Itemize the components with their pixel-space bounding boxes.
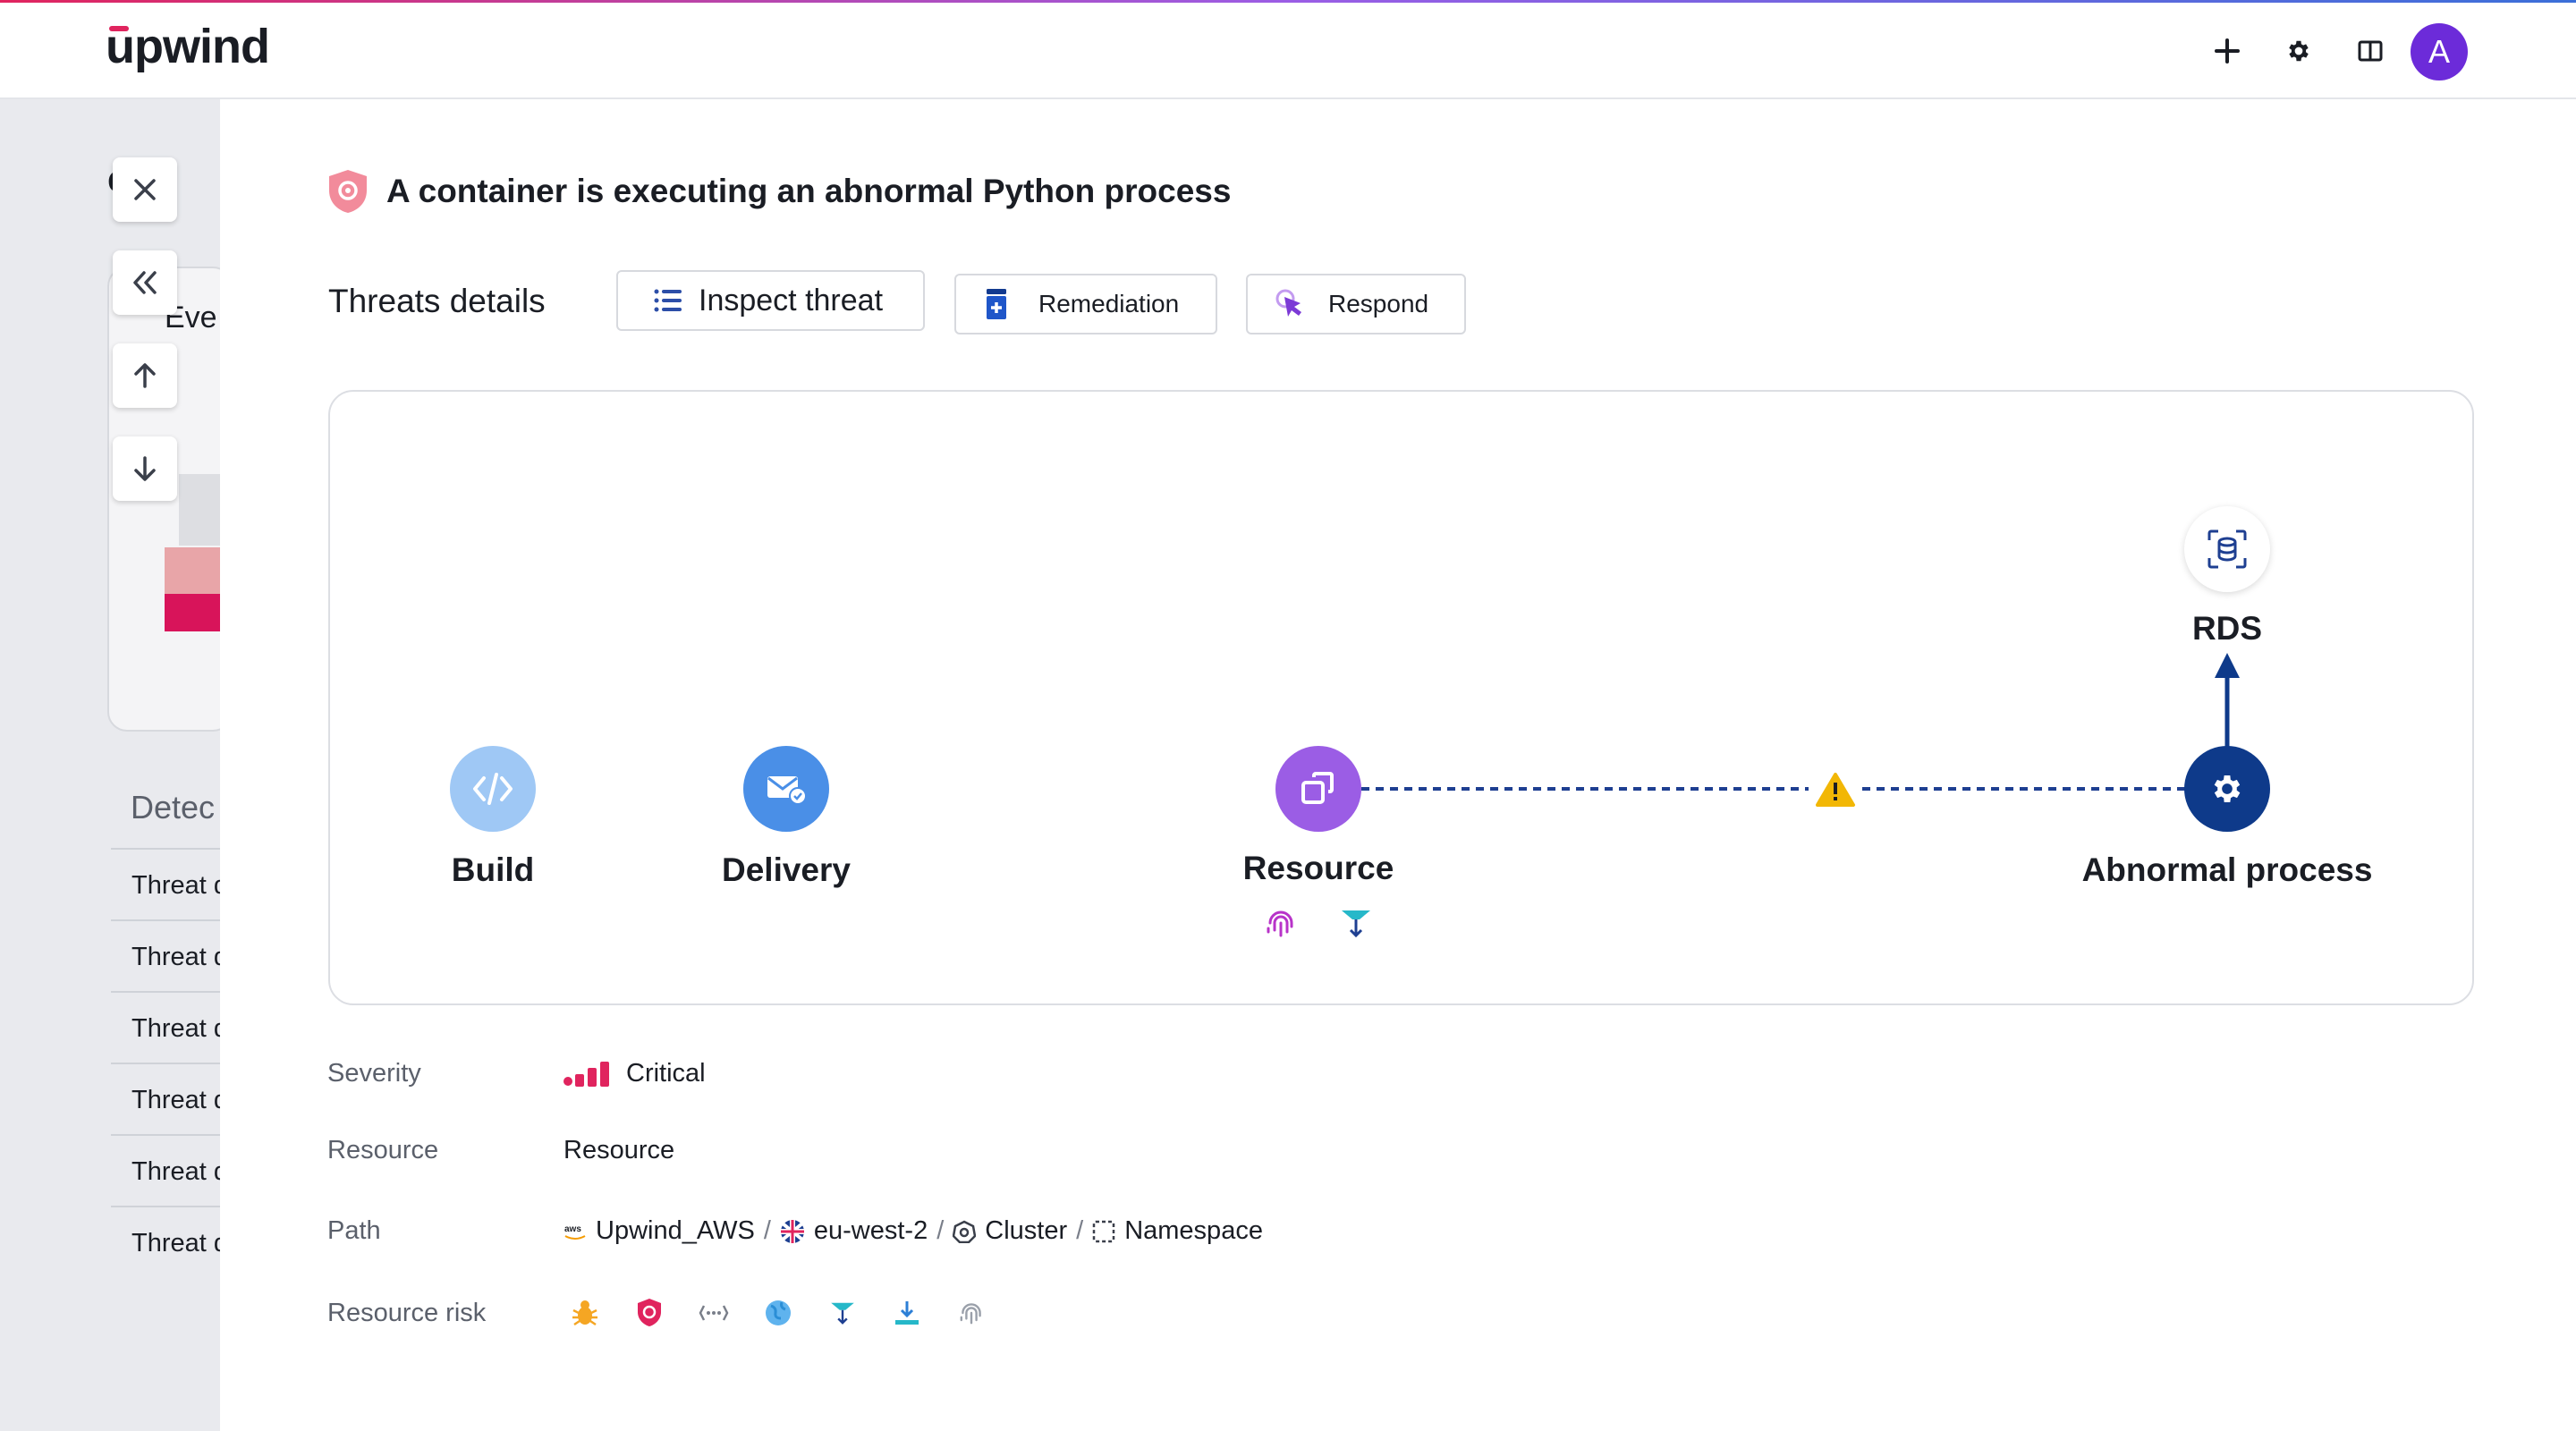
severity-value: Critical bbox=[564, 1059, 706, 1088]
medicine-icon bbox=[987, 289, 1006, 319]
build-node[interactable] bbox=[450, 746, 536, 832]
list-item[interactable]: Threat d bbox=[111, 848, 220, 919]
resource-node[interactable] bbox=[1275, 746, 1361, 832]
fingerprint-icon[interactable] bbox=[953, 1295, 989, 1331]
inspect-threat-button[interactable]: Inspect threat bbox=[616, 270, 925, 331]
list-item[interactable]: Threat d bbox=[111, 1063, 220, 1134]
remediation-label: Remediation bbox=[1038, 290, 1180, 318]
resource-field-label: Resource bbox=[327, 1136, 439, 1164]
collapse-button[interactable] bbox=[113, 250, 177, 315]
path-label: Path bbox=[327, 1216, 381, 1245]
respond-button[interactable]: Respond bbox=[1246, 274, 1466, 334]
severity-label: Severity bbox=[327, 1059, 421, 1088]
list-item[interactable]: Threat d bbox=[111, 1206, 220, 1277]
path-separator: / bbox=[1076, 1216, 1084, 1245]
book-icon bbox=[2358, 40, 2383, 62]
resource-path: aws Upwind_AWS / eu-west-2 / Cluster / N… bbox=[564, 1216, 1263, 1246]
database-scan-icon bbox=[2207, 529, 2247, 569]
respond-label: Respond bbox=[1328, 290, 1429, 318]
severity-bars-icon bbox=[564, 1061, 609, 1087]
gear-icon bbox=[2214, 775, 2241, 802]
threat-title-row: A container is executing an abnormal Pyt… bbox=[326, 168, 1231, 215]
path-account-text: Upwind_AWS bbox=[596, 1216, 755, 1245]
remediation-button[interactable]: Remediation bbox=[954, 274, 1217, 334]
docs-button[interactable] bbox=[2345, 26, 2395, 76]
delivery-node[interactable] bbox=[743, 746, 829, 832]
resource-risk-label: Resource risk bbox=[327, 1299, 487, 1327]
code-icon bbox=[473, 773, 513, 805]
uk-flag-icon bbox=[780, 1219, 804, 1243]
resource-label: Resource bbox=[1242, 850, 1394, 886]
path-cluster[interactable]: Cluster bbox=[953, 1216, 1067, 1246]
path-namespace[interactable]: Namespace bbox=[1092, 1216, 1263, 1246]
path-namespace-text: Namespace bbox=[1124, 1216, 1263, 1245]
warning-icon bbox=[1816, 773, 1855, 807]
arrow-down-icon bbox=[134, 456, 156, 481]
path-separator: / bbox=[936, 1216, 945, 1245]
rds-label: RDS bbox=[2191, 610, 2263, 647]
threat-title: A container is executing an abnormal Pyt… bbox=[386, 173, 1232, 209]
list-item[interactable]: Threat d bbox=[111, 919, 220, 991]
threats-details-label: Threats details bbox=[328, 283, 546, 319]
plus-icon bbox=[2215, 38, 2240, 64]
resource-field-value[interactable]: Resource bbox=[564, 1136, 675, 1164]
app-header: upwind A bbox=[0, 3, 2576, 99]
pointer-click-icon bbox=[1275, 289, 1301, 317]
top-accent-line bbox=[0, 0, 2576, 3]
ingress-icon[interactable] bbox=[825, 1295, 860, 1331]
background-chart-band bbox=[179, 474, 220, 546]
add-button[interactable] bbox=[2202, 26, 2252, 76]
aws-icon: aws bbox=[564, 1224, 586, 1240]
shield-alert-icon bbox=[329, 170, 367, 213]
background-chart-band bbox=[165, 594, 220, 631]
svg-text:aws: aws bbox=[564, 1224, 581, 1234]
close-icon bbox=[134, 179, 156, 200]
namespace-icon bbox=[1092, 1220, 1115, 1242]
path-cluster-text: Cluster bbox=[985, 1216, 1068, 1245]
upwind-logo[interactable]: upwind bbox=[106, 20, 270, 73]
shield-alert-icon[interactable] bbox=[631, 1295, 667, 1331]
abnormal-process-node[interactable] bbox=[2184, 746, 2270, 832]
delivery-label: Delivery bbox=[722, 851, 851, 888]
path-region[interactable]: eu-west-2 bbox=[780, 1216, 928, 1246]
path-region-text: eu-west-2 bbox=[813, 1216, 928, 1245]
severity-text: Critical bbox=[626, 1059, 706, 1088]
arrow-head-icon bbox=[2215, 653, 2240, 678]
inspect-threat-label: Inspect threat bbox=[699, 283, 884, 318]
globe-icon[interactable] bbox=[760, 1295, 796, 1331]
path-account[interactable]: aws Upwind_AWS bbox=[564, 1216, 755, 1246]
close-button[interactable] bbox=[113, 157, 177, 222]
rds-node[interactable] bbox=[2184, 506, 2270, 592]
list-icon bbox=[654, 289, 682, 312]
background-section-label: Detec bbox=[131, 789, 216, 826]
logo-accent bbox=[109, 26, 129, 31]
previous-button[interactable] bbox=[113, 343, 177, 408]
fingerprint-icon[interactable] bbox=[1263, 905, 1299, 941]
build-label: Build bbox=[451, 851, 535, 888]
double-chevron-left-icon bbox=[133, 271, 157, 294]
kubernetes-icon bbox=[953, 1220, 977, 1243]
list-item[interactable]: Threat d bbox=[111, 1134, 220, 1206]
download-icon[interactable] bbox=[889, 1295, 925, 1331]
user-avatar[interactable]: A bbox=[2411, 23, 2468, 80]
abnormal-process-label: Abnormal process bbox=[2081, 851, 2373, 888]
mail-check-icon bbox=[767, 776, 807, 805]
ingress-icon[interactable] bbox=[1338, 905, 1374, 941]
copy-icon bbox=[1301, 772, 1334, 804]
secret-icon[interactable] bbox=[696, 1295, 732, 1331]
attack-flow-panel bbox=[328, 390, 2474, 1005]
settings-button[interactable] bbox=[2274, 26, 2324, 76]
bug-icon[interactable] bbox=[567, 1295, 603, 1331]
path-separator: / bbox=[763, 1216, 771, 1245]
arrow-up-icon bbox=[134, 363, 156, 388]
next-button[interactable] bbox=[113, 436, 177, 501]
gear-icon bbox=[2289, 40, 2309, 62]
list-item[interactable]: Threat d bbox=[111, 991, 220, 1063]
background-chart-band bbox=[165, 547, 220, 597]
